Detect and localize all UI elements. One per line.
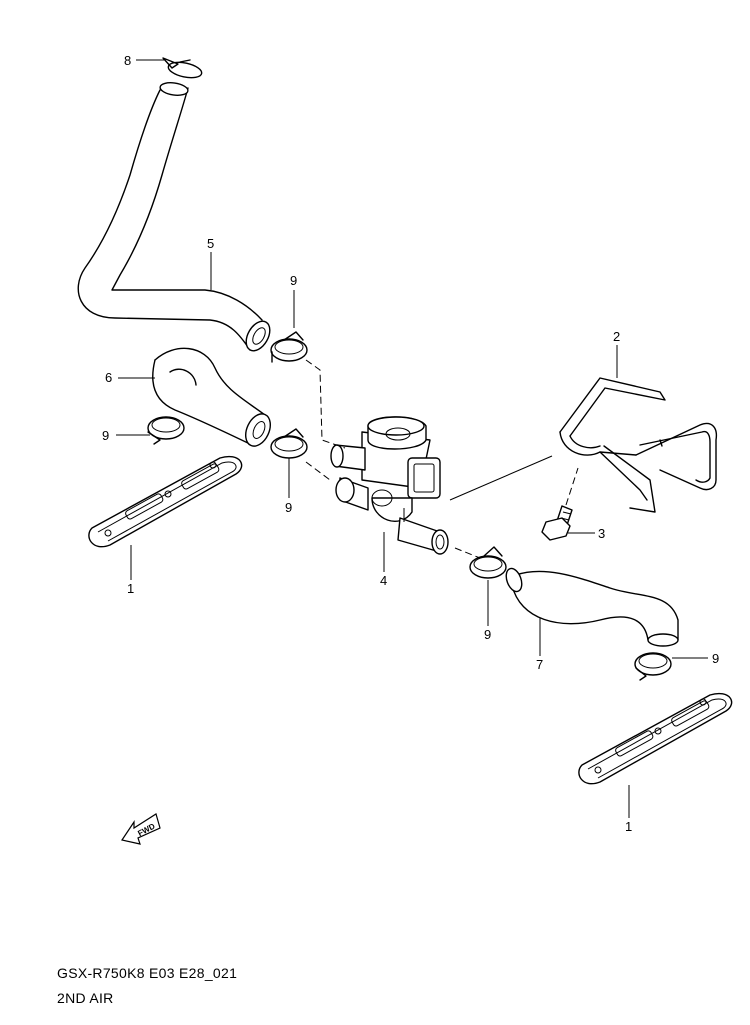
callout-1: 1 — [625, 819, 632, 834]
part-9-clamp-left — [147, 416, 185, 445]
part-9-clamp-upper — [270, 331, 308, 363]
part-1-plate-left — [88, 455, 243, 548]
callout-7: 7 — [536, 657, 543, 672]
callout-9: 9 — [285, 500, 292, 515]
callout-8: 8 — [124, 53, 131, 68]
callout-1: 1 — [127, 581, 134, 596]
part-9-clamp-mid — [270, 428, 308, 459]
part-7-hose — [505, 567, 679, 647]
callout-6: 6 — [105, 370, 112, 385]
callout-2: 2 — [613, 329, 620, 344]
part-5-hose — [77, 82, 271, 352]
callouts: 8 5 9 6 9 9 1 2 3 4 9 7 9 1 — [102, 53, 719, 834]
model-code: GSX-R750K8 E03 E28_021 — [57, 965, 238, 981]
callout-9: 9 — [712, 651, 719, 666]
section-title: 2ND AIR — [57, 990, 114, 1006]
callout-5: 5 — [207, 236, 214, 251]
assembly-lines — [305, 359, 579, 559]
part-8-clip — [162, 57, 203, 79]
callout-9: 9 — [102, 428, 109, 443]
leader-lines — [116, 59, 708, 818]
callout-4: 4 — [380, 573, 387, 588]
part-4-valve — [330, 416, 449, 555]
part-6-hose — [152, 347, 271, 447]
callout-9: 9 — [290, 273, 297, 288]
part-1-plate-right — [578, 692, 733, 785]
part-2-bracket — [559, 377, 718, 513]
fwd-arrow-icon: FWD — [121, 813, 161, 845]
callout-3: 3 — [598, 526, 605, 541]
part-9-clamp-lower — [634, 652, 672, 681]
part-9-clamp-right — [469, 546, 507, 579]
callout-9: 9 — [484, 627, 491, 642]
part-3-bolt — [541, 505, 573, 541]
